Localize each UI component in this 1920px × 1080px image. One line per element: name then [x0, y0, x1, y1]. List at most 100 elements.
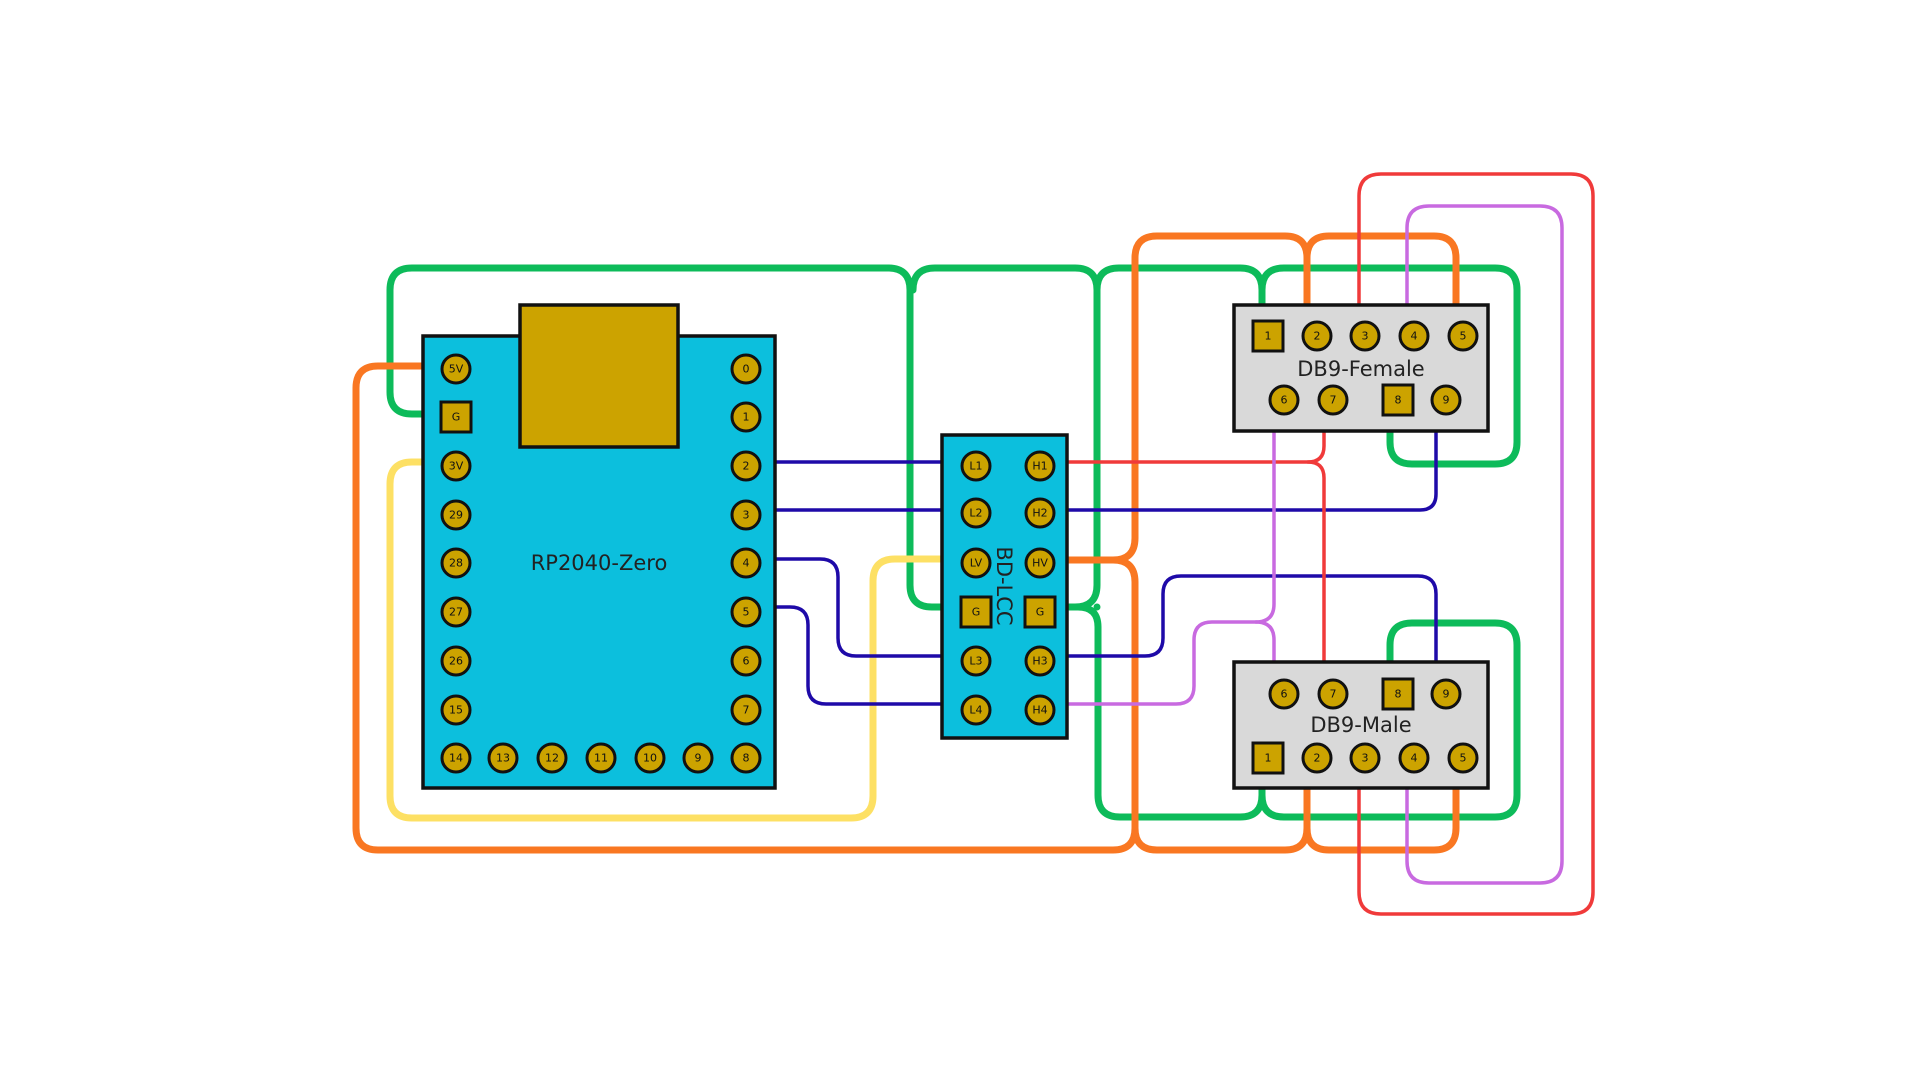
- pin-label: L1: [969, 460, 982, 473]
- pin-pad: [1349, 742, 1381, 774]
- pin-label: 4: [1411, 752, 1418, 765]
- wire-ground-rp2040-to-lcc: [386, 264, 970, 611]
- pin-pad: [730, 694, 762, 726]
- pin-pad: [1381, 383, 1415, 417]
- wire-db9-pin4-crossover: [1405, 204, 1564, 885]
- pin-1: 1: [730, 401, 762, 433]
- pin-label: 2: [1314, 752, 1321, 765]
- pin-label: 11: [594, 752, 608, 765]
- pin-11: 11: [585, 742, 617, 774]
- pin-3: 3: [1349, 742, 1381, 774]
- pin-pad: [585, 742, 617, 774]
- rp2040-label: RP2040-Zero: [531, 551, 668, 575]
- pin-pad: [960, 645, 992, 677]
- pin-pad: [440, 694, 472, 726]
- pin-label: 2: [743, 460, 750, 473]
- pin-pad: [440, 547, 472, 579]
- pin-pad: [440, 742, 472, 774]
- pin-4: 4: [1398, 320, 1430, 352]
- pin-8: 8: [730, 742, 762, 774]
- pin-H2: H2: [1024, 497, 1056, 529]
- pin-pad: [440, 596, 472, 628]
- pin-pad: [536, 742, 568, 774]
- rp2040-right-pins: 0 1 2 3 4 5 6 7: [730, 353, 762, 726]
- pin-pad: [1317, 384, 1349, 416]
- pin-27: 27: [440, 596, 472, 628]
- pin-pad: [439, 400, 473, 434]
- pin-1: 1: [1251, 741, 1285, 775]
- pin-label: 26: [449, 655, 463, 668]
- wire-5v-db9f-2-to-5: [1303, 232, 1460, 339]
- pin-15: 15: [440, 694, 472, 726]
- pin-label: 6: [743, 655, 750, 668]
- pin-28: 28: [440, 547, 472, 579]
- pin-H3: H3: [1024, 645, 1056, 677]
- usb-c-connector: [518, 303, 680, 449]
- pin-label: H3: [1032, 655, 1047, 668]
- pin-label: 1: [1265, 330, 1272, 343]
- pin-3V: 3V: [440, 450, 472, 482]
- pin-26: 26: [440, 645, 472, 677]
- pin-pad: [1024, 547, 1056, 579]
- pin-label: 3: [1362, 330, 1369, 343]
- pin-label: LV: [970, 557, 983, 570]
- pin-label: 9: [695, 752, 702, 765]
- pin-L2: L2: [960, 497, 992, 529]
- pin-L1: L1: [960, 450, 992, 482]
- pin-label: 7: [743, 704, 750, 717]
- pin-pad: [1024, 450, 1056, 482]
- pin-pad: [1398, 320, 1430, 352]
- pin-2: 2: [730, 450, 762, 482]
- pin-HV: HV: [1024, 547, 1056, 579]
- wire-h1-to-db9m-7: [1306, 460, 1326, 690]
- pin-pad: [440, 645, 472, 677]
- pin-6: 6: [730, 645, 762, 677]
- pin-pad: [440, 353, 472, 385]
- pin-0: 0: [730, 353, 762, 385]
- pin-pad: [440, 499, 472, 531]
- bd-lcc-pcb: [940, 433, 1069, 740]
- pin-label: 13: [496, 752, 510, 765]
- pin-pad: [1430, 678, 1462, 710]
- pin-pad: [1268, 678, 1300, 710]
- pin-H1: H1: [1024, 450, 1056, 482]
- pin-pad: [1398, 742, 1430, 774]
- pin-label: 6: [1281, 394, 1288, 407]
- pin-label: 0: [743, 363, 750, 376]
- pin-pad: [1251, 319, 1285, 353]
- pin-label: 28: [449, 557, 463, 570]
- pin-pad: [960, 694, 992, 726]
- pin-label: 5V: [449, 363, 464, 376]
- pin-12: 12: [536, 742, 568, 774]
- pin-G: G: [1023, 595, 1057, 629]
- pin-10: 10: [634, 742, 666, 774]
- pin-pad: [730, 401, 762, 433]
- pin-4: 4: [730, 547, 762, 579]
- pin-G: G: [439, 400, 473, 434]
- pin-label: G: [1036, 606, 1045, 619]
- pin-6: 6: [1268, 678, 1300, 710]
- pin-label: 29: [449, 509, 463, 522]
- pin-pad: [1430, 384, 1462, 416]
- pin-3: 3: [730, 499, 762, 531]
- pin-pad: [1381, 677, 1415, 711]
- pin-LV: LV: [960, 547, 992, 579]
- wire-h4-to-db9f-6: [1029, 396, 1276, 706]
- pin-label: 8: [743, 752, 750, 765]
- pin-6: 6: [1268, 384, 1300, 416]
- pin-label: 4: [1411, 330, 1418, 343]
- pin-9: 9: [1430, 678, 1462, 710]
- wire-h2-to-db9f-9: [1029, 396, 1438, 512]
- wires: [352, 172, 1595, 916]
- pin-pad: [730, 645, 762, 677]
- pin-label: G: [452, 411, 461, 424]
- pin-H4: H4: [1024, 694, 1056, 726]
- db9-male-label: DB9-Male: [1310, 713, 1411, 737]
- pin-label: 5: [743, 606, 750, 619]
- pin-pad: [960, 547, 992, 579]
- pin-2: 2: [1301, 742, 1333, 774]
